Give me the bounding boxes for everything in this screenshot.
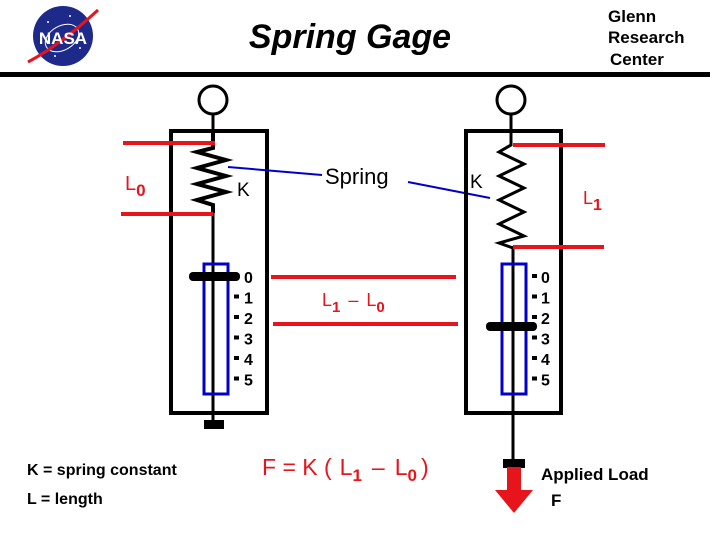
right-scale-tick-label: 1 xyxy=(541,291,550,308)
spring-label: Spring xyxy=(325,164,389,189)
left-scale-sleeve xyxy=(202,262,230,396)
left-pointer xyxy=(189,272,240,281)
loaded-gage: 0 1 2 3 4 5 xyxy=(464,84,563,460)
applied-load-label: Applied Load xyxy=(541,465,649,484)
left-scale-tick-label: 2 xyxy=(244,311,253,328)
right-scale-tick-label: 5 xyxy=(541,373,550,390)
nasa-logo-text: NASA xyxy=(39,29,87,48)
left-scale-tick-mark xyxy=(234,274,239,278)
org-line-2: Research xyxy=(608,28,685,47)
right-k-label: K xyxy=(470,172,483,193)
spring-leader-left xyxy=(227,166,323,176)
left-hook-ring xyxy=(197,84,229,116)
l0-label: L0 xyxy=(125,173,146,200)
left-scale-tick-mark xyxy=(234,356,239,360)
left-scale-tick-mark xyxy=(234,376,239,381)
left-k-label: K xyxy=(237,180,250,201)
right-scale-tick-label: 4 xyxy=(541,352,550,369)
left-scale-tick-label: 3 xyxy=(244,332,253,349)
nasa-logo: NASA xyxy=(27,6,100,66)
unloaded-gage: 0 1 2 3 4 5 xyxy=(169,84,269,429)
org-name: Glenn Research Center xyxy=(608,7,685,69)
right-scale-tick-label: 3 xyxy=(541,332,550,349)
legend-l-definition: L = length xyxy=(27,491,103,508)
legend-k-definition: K = spring constant xyxy=(27,462,177,479)
org-line-3: Center xyxy=(610,50,664,69)
right-scale-tick-mark xyxy=(532,315,537,319)
right-pointer xyxy=(486,322,537,331)
right-scale-tick-mark xyxy=(532,294,537,299)
right-scale-tick-mark xyxy=(532,356,537,360)
right-scale-tick-mark xyxy=(532,335,537,340)
right-scale-tick-mark xyxy=(532,274,537,278)
spring-leader-right xyxy=(407,181,491,199)
left-spring xyxy=(189,131,234,213)
right-scale-tick-label: 2 xyxy=(541,311,550,328)
left-scale-tick-mark xyxy=(234,335,239,340)
header-divider xyxy=(0,72,710,77)
l1-label: L1 xyxy=(583,188,602,214)
diff-label: L1–L0 xyxy=(322,290,385,316)
left-scale-tick-mark xyxy=(234,294,239,299)
left-scale-tick-label: 4 xyxy=(244,352,253,369)
page-title: Spring Gage xyxy=(249,18,451,56)
force-symbol: F xyxy=(551,491,561,510)
left-scale-tick-label: 1 xyxy=(244,291,253,308)
org-line-1: Glenn xyxy=(608,7,656,26)
right-hook-ring xyxy=(495,84,527,116)
left-gage-housing xyxy=(169,129,269,415)
right-scale-tick-label: 0 xyxy=(541,270,550,287)
left-scale-tick-label: 0 xyxy=(244,270,253,287)
formula: F = K (L1–L0) xyxy=(262,454,429,485)
left-rod-end xyxy=(204,420,224,429)
applied-load-arrow xyxy=(495,459,533,513)
right-spring xyxy=(494,131,529,251)
left-scale-tick-mark xyxy=(234,315,239,319)
left-scale-tick-label: 5 xyxy=(244,373,253,390)
right-scale-tick-mark xyxy=(532,376,537,381)
